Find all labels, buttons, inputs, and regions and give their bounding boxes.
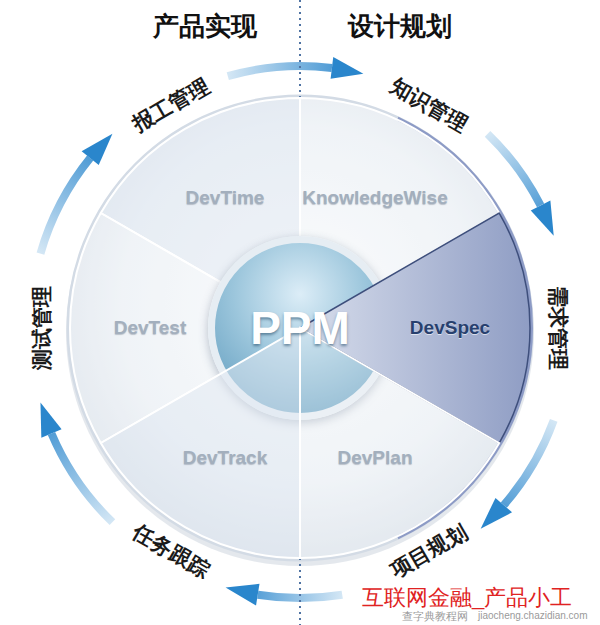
- arrow-head: [226, 584, 260, 606]
- cycle-arrow: [228, 66, 332, 76]
- stage-label: 需求管理: [544, 286, 572, 370]
- sector-outline: [300, 328, 499, 558]
- module-name: DevTrack: [183, 447, 268, 469]
- cycle-arrow: [488, 134, 541, 206]
- watermark: 查字典教程网: [402, 609, 468, 624]
- stage-label: 测试管理: [28, 286, 56, 370]
- cycle-arrows: [40, 57, 553, 606]
- module-name: DevPlan: [338, 447, 413, 469]
- watermark: jiaocheng.chazidian.com: [478, 610, 588, 621]
- module-name: DevTest: [114, 317, 187, 339]
- module-name: DevTime: [186, 187, 265, 209]
- sector-outline: [101, 328, 300, 558]
- center-title: PPM: [250, 301, 350, 355]
- disk: [66, 96, 534, 566]
- arrow-head: [481, 498, 512, 529]
- arrow-head: [331, 57, 364, 79]
- section-title: 设计规划: [348, 9, 452, 44]
- watermark: 互联网金融_产品小工: [362, 583, 572, 613]
- outer-disk: [68, 96, 532, 560]
- module-name: DevSpec: [410, 317, 490, 339]
- arrow-head: [82, 134, 113, 165]
- arrow-head: [40, 402, 61, 437]
- arrow-head: [531, 200, 554, 235]
- module-name: KnowledgeWise: [302, 187, 448, 209]
- cycle-arrow: [504, 420, 554, 505]
- cycle-arrow: [40, 158, 90, 253]
- disk-shadow: [66, 98, 534, 566]
- section-title: 产品实现: [153, 9, 257, 44]
